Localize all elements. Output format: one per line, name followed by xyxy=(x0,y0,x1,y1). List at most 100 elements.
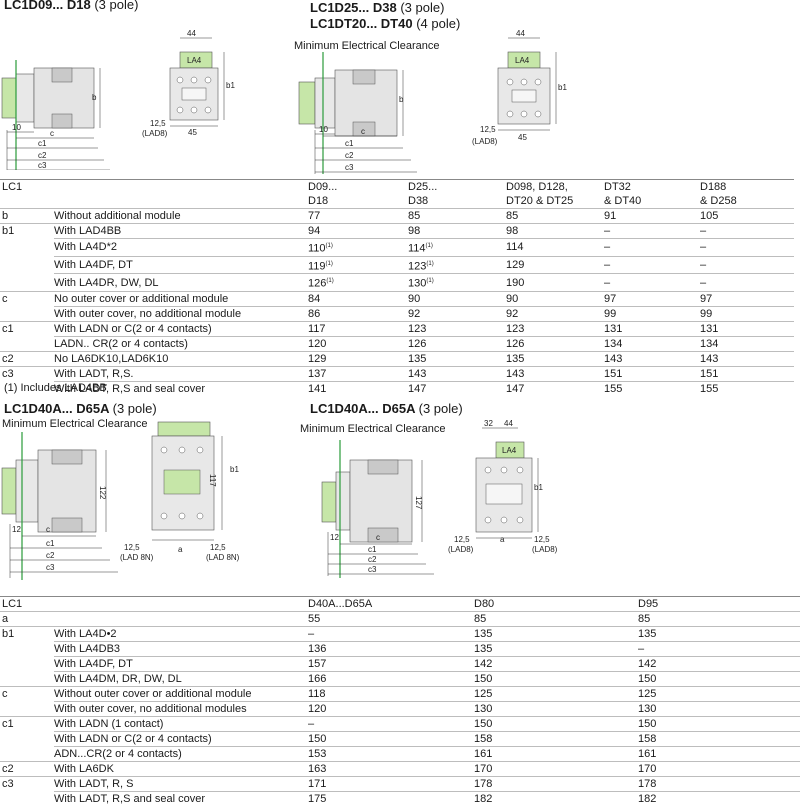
row-value: 94 xyxy=(306,224,406,239)
row-value: 130(1) xyxy=(406,274,504,292)
value-text: 147 xyxy=(506,383,524,395)
row-value: 117 xyxy=(306,321,406,336)
side-view-drawing-d25: b 10 c c1 c2 c3 xyxy=(295,52,435,176)
dim-c: c xyxy=(50,129,54,138)
row-desc: With LA4DF, DT xyxy=(54,657,306,672)
row-value: 123 xyxy=(406,321,504,336)
row-value: 90 xyxy=(406,291,504,306)
row-value: 114 xyxy=(504,239,602,257)
footnote: (1) Includes LAD4BB xyxy=(4,382,107,394)
value-text: 151 xyxy=(604,368,622,380)
row-value: 85 xyxy=(504,209,602,224)
value-text: – xyxy=(700,241,706,253)
header-cell: D80 xyxy=(472,597,636,612)
row-value: 147 xyxy=(504,381,602,396)
footnote-ref: (1) xyxy=(426,261,433,267)
value-text: 99 xyxy=(604,308,616,320)
row-value: 175 xyxy=(306,792,472,806)
value-text: 126 xyxy=(506,338,524,350)
row-desc: With LADT, R,S and seal cover xyxy=(54,792,306,806)
row-value: 135 xyxy=(504,351,602,366)
dim-a: a xyxy=(500,535,505,544)
row-value: 77 xyxy=(306,209,406,224)
dim-44: 44 xyxy=(187,30,196,38)
row-value: 141 xyxy=(306,381,406,396)
dim-32: 32 xyxy=(484,419,493,428)
row-desc: With LAD4BB xyxy=(54,224,306,239)
row-value: – xyxy=(698,239,794,257)
row-value: 151 xyxy=(602,366,698,381)
row-key: c xyxy=(0,291,54,306)
row-key: b1 xyxy=(0,627,54,642)
dim-c3: c3 xyxy=(46,563,55,572)
dim-b: b xyxy=(92,93,97,102)
dim-c: c xyxy=(361,127,365,136)
row-key: c1 xyxy=(0,717,54,732)
dim-b1: b1 xyxy=(230,465,239,474)
dim-45: 45 xyxy=(518,133,527,142)
value-text: – xyxy=(700,225,706,237)
row-key xyxy=(0,642,54,657)
value-text: 97 xyxy=(700,293,712,305)
dim-c1: c1 xyxy=(345,139,354,148)
footnote-ref: (1) xyxy=(326,261,333,267)
row-value: 158 xyxy=(636,732,800,747)
value-text: 90 xyxy=(408,293,420,305)
dim-12-5-right: 12,5 xyxy=(210,543,226,552)
row-value: 190 xyxy=(504,274,602,292)
value-text: 86 xyxy=(308,308,320,320)
label-lad8: (LAD8) xyxy=(472,137,498,146)
row-value: 166 xyxy=(306,672,472,687)
row-value: 91 xyxy=(602,209,698,224)
value-text: 123 xyxy=(506,323,524,335)
row-desc: With LADN or C(2 or 4 contacts) xyxy=(54,732,306,747)
row-value: 126 xyxy=(504,336,602,351)
row-value: 143 xyxy=(698,351,794,366)
row-value: 134 xyxy=(698,336,794,351)
row-value: 130 xyxy=(472,702,636,717)
row-value: 97 xyxy=(698,291,794,306)
row-desc: No LA6DK10,LAD6K10 xyxy=(54,351,306,366)
row-value: 161 xyxy=(636,747,800,762)
row-key xyxy=(0,274,54,292)
heading-text: LC1D25... D38 xyxy=(310,0,397,15)
value-text: 97 xyxy=(604,293,616,305)
row-value: 150 xyxy=(636,672,800,687)
row-value: – xyxy=(636,642,800,657)
row-key xyxy=(0,239,54,257)
header-cell: D188 xyxy=(698,180,794,195)
row-value: – xyxy=(306,627,472,642)
row-key: c xyxy=(0,687,54,702)
value-text: 85 xyxy=(408,210,420,222)
row-desc: Without additional module xyxy=(54,209,306,224)
row-value: 86 xyxy=(306,306,406,321)
dim-c: c xyxy=(376,533,380,542)
value-text: 143 xyxy=(700,353,718,365)
value-text: 143 xyxy=(604,353,622,365)
heading-pole: (3 pole) xyxy=(94,0,138,12)
row-value: 178 xyxy=(636,777,800,792)
row-value: 135 xyxy=(472,642,636,657)
dim-122: 122 xyxy=(98,486,107,500)
value-text: 92 xyxy=(408,308,420,320)
dim-44: 44 xyxy=(504,419,513,428)
header-cell: D95 xyxy=(636,597,800,612)
row-value: 84 xyxy=(306,291,406,306)
row-value: 158 xyxy=(472,732,636,747)
row-value: 97 xyxy=(602,291,698,306)
label-la4: LA4 xyxy=(515,56,530,65)
dim-10: 10 xyxy=(12,123,21,132)
label-lad8n-right: (LAD 8N) xyxy=(206,553,240,562)
row-key: c2 xyxy=(0,351,54,366)
row-key xyxy=(0,792,54,806)
